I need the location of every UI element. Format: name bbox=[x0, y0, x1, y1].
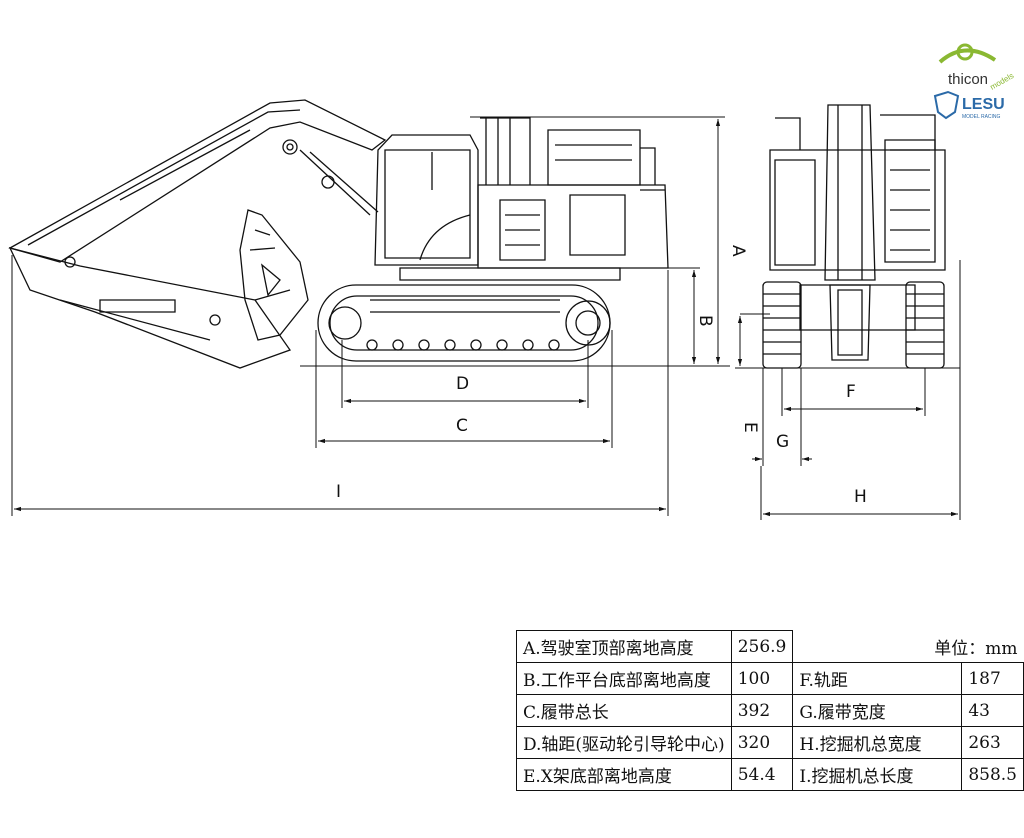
spec-value-d: 320 bbox=[730, 726, 794, 759]
label-e: E bbox=[740, 422, 760, 433]
label-h: H bbox=[854, 487, 867, 507]
table-row: A.驾驶室顶部离地高度 256.9 单位：mm bbox=[516, 630, 1024, 663]
front-house bbox=[769, 149, 946, 271]
front-view bbox=[762, 104, 946, 369]
spec-label-a: A.驾驶室顶部离地高度 bbox=[516, 630, 732, 663]
track bbox=[317, 284, 611, 362]
spec-value-f: 187 bbox=[961, 662, 1024, 695]
front-dimension-lines bbox=[735, 260, 961, 520]
spec-label-f: F.轨距 bbox=[792, 662, 963, 695]
thicon-logo-sub: models bbox=[989, 71, 1016, 92]
spec-value-g: 43 bbox=[961, 694, 1024, 727]
dimension-letters: A B C D E F G H I bbox=[336, 245, 867, 507]
arm bbox=[8, 247, 292, 369]
spec-label-b: B.工作平台底部离地高度 bbox=[516, 662, 732, 695]
spec-value-h: 263 bbox=[961, 726, 1024, 759]
upper-body bbox=[477, 117, 669, 269]
spec-label-g: G.履带宽度 bbox=[792, 694, 963, 727]
lesu-logo-text: LESU bbox=[962, 96, 1005, 113]
spec-table: A.驾驶室顶部离地高度 256.9 单位：mm B.工作平台底部离地高度 100… bbox=[516, 630, 1024, 791]
table-row: B.工作平台底部离地高度 100 F.轨距 187 bbox=[516, 662, 1024, 695]
lesu-logo-sub: MODEL RACING bbox=[962, 114, 1001, 120]
label-i: I bbox=[336, 482, 341, 502]
label-d: D bbox=[456, 374, 469, 394]
spec-value-a: 256.9 bbox=[730, 630, 794, 663]
spec-value-c: 392 bbox=[730, 694, 794, 727]
side-dimension-lines bbox=[11, 116, 730, 516]
spec-label-i: I.挖掘机总长度 bbox=[792, 758, 963, 791]
label-g: G bbox=[776, 432, 789, 452]
bucket bbox=[239, 209, 309, 341]
boom-cylinder bbox=[299, 149, 379, 216]
label-b: B bbox=[695, 315, 715, 327]
spec-label-h: H.挖掘机总宽度 bbox=[792, 726, 963, 759]
label-a: A bbox=[728, 245, 748, 257]
spec-value-e: 54.4 bbox=[730, 758, 794, 791]
cab bbox=[374, 134, 479, 266]
lesu-logo: LESU MODEL RACING bbox=[933, 90, 1005, 120]
front-boom bbox=[824, 104, 876, 281]
table-row: D.轴距(驱动轮引导轮中心) 320 H.挖掘机总宽度 263 bbox=[516, 726, 1024, 759]
spec-value-b: 100 bbox=[730, 662, 794, 695]
front-right-track bbox=[905, 281, 945, 369]
slew-ring bbox=[399, 267, 621, 281]
spec-label-e: E.X架底部离地高度 bbox=[516, 758, 732, 791]
thicon-logo-text: thicon bbox=[948, 71, 988, 88]
table-row: E.X架底部离地高度 54.4 I.挖掘机总长度 858.5 bbox=[516, 758, 1024, 791]
boom bbox=[8, 99, 387, 263]
spec-label-d: D.轴距(驱动轮引导轮中心) bbox=[516, 726, 732, 759]
front-left-track bbox=[762, 281, 802, 369]
label-c: C bbox=[456, 416, 468, 436]
spec-value-i: 858.5 bbox=[961, 758, 1024, 791]
label-f: F bbox=[846, 382, 856, 402]
unit-label: 单位：mm bbox=[792, 630, 1024, 663]
table-row: C.履带总长 392 G.履带宽度 43 bbox=[516, 694, 1024, 727]
thicon-logo: thicon models bbox=[938, 43, 1016, 92]
spec-label-c: C.履带总长 bbox=[516, 694, 732, 727]
side-view bbox=[8, 99, 669, 369]
